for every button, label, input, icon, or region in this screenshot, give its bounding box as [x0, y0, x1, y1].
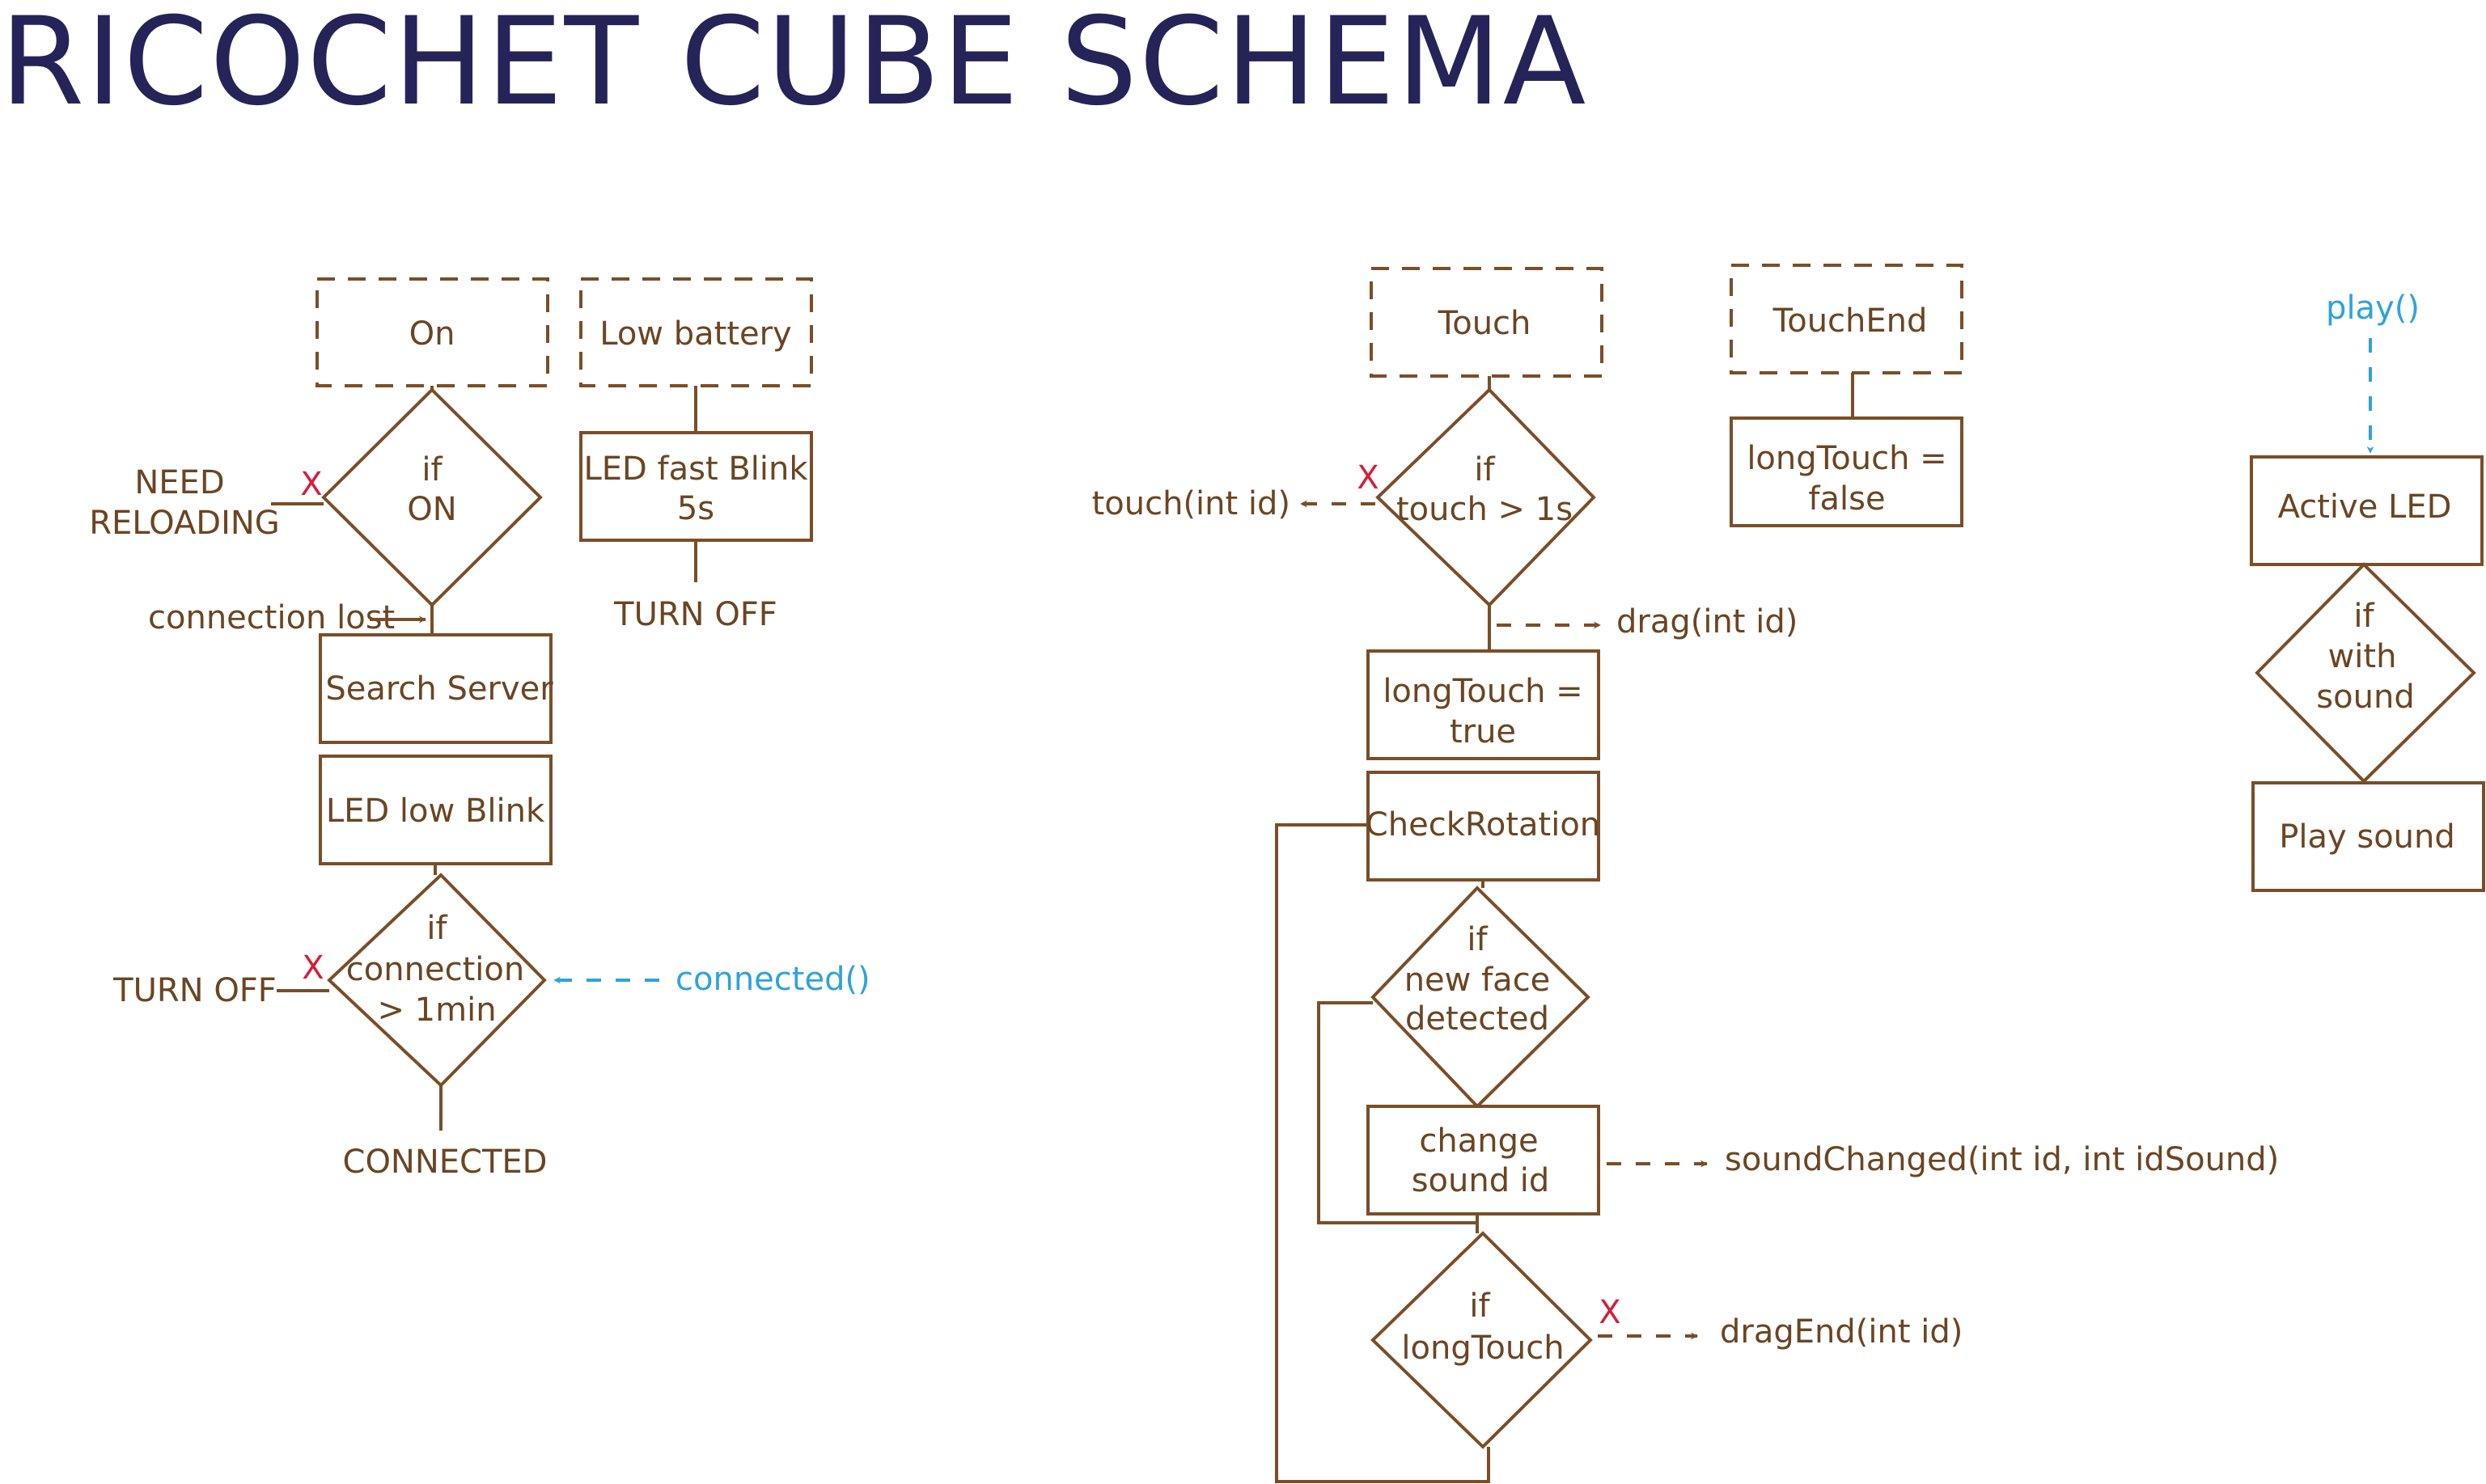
touch-flow: Touch if touch > 1s X touch(int id) drag…	[1092, 267, 2279, 1483]
if-long-touch-line-2: longTouch	[1401, 1330, 1564, 1367]
loop-new-face-path	[1317, 1001, 1477, 1224]
if-connection-label-line-2: connection	[346, 951, 524, 988]
connected-label: CONNECTED	[343, 1144, 548, 1181]
change-sound-line-1: change	[1419, 1123, 1538, 1160]
touch-event-box	[1370, 267, 1603, 378]
need-reloading-line-2: RELOADING	[89, 505, 280, 542]
x-mark-if-long-touch: X	[1599, 1294, 1620, 1331]
active-led-box	[2250, 455, 2484, 566]
touch-end-flow: TouchEnd longTouch = false	[1730, 264, 1963, 527]
connected-event-label: connected()	[675, 961, 870, 998]
turn-off-battery-label: TURN OFF	[613, 596, 777, 633]
if-with-sound-line-2: with	[2328, 638, 2397, 675]
if-with-sound-line-1: if	[2353, 598, 2374, 635]
loop-long-touch-path	[1275, 823, 1490, 1483]
page-title: RICOCHET CUBE SCHEMA	[0, 0, 1587, 133]
change-sound-line-2: sound id	[1412, 1162, 1550, 1199]
if-new-face-line-1: if	[1467, 921, 1488, 958]
led-fast-blink-line-1: LED fast Blink	[583, 450, 808, 488]
long-touch-true-line-2: true	[1450, 713, 1516, 750]
x-mark-if-on: X	[300, 466, 322, 503]
touch-event-label: touch(int id)	[1092, 485, 1290, 522]
low-battery-label: Low battery	[599, 315, 791, 353]
on-event-box	[316, 277, 549, 387]
play-flow: play() Active LED if with sound Play sou…	[2250, 290, 2485, 892]
play-event-label: play()	[2326, 290, 2420, 327]
if-long-touch-line-1: if	[1469, 1287, 1490, 1325]
if-new-face-line-2: new face	[1404, 962, 1551, 999]
long-touch-false-line-1: longTouch =	[1747, 440, 1946, 477]
led-fast-blink-line-2: 5s	[677, 490, 714, 527]
on-label: On	[409, 315, 455, 353]
led-low-blink-box	[319, 755, 553, 865]
long-touch-true-box	[1366, 649, 1600, 760]
if-touch-label-line-2: touch > 1s	[1396, 491, 1573, 528]
touch-end-event-box	[1730, 264, 1963, 374]
if-connection-label-line-1: if	[426, 910, 447, 947]
if-on-label-line-2: ON	[407, 491, 456, 528]
if-long-touch-decision	[1370, 1231, 1593, 1449]
play-sound-box	[2251, 781, 2485, 892]
long-touch-false-box	[1730, 416, 1963, 527]
led-fast-blink-box	[579, 431, 813, 542]
long-touch-true-line-1: longTouch =	[1383, 673, 1582, 710]
need-reloading-line-1: NEED	[134, 464, 224, 501]
drag-end-event-label: dragEnd(int id)	[1720, 1313, 1963, 1351]
search-server-label: Search Server	[325, 670, 553, 708]
active-led-label: Active LED	[2278, 488, 2452, 526]
drag-event-label: drag(int id)	[1616, 603, 1798, 641]
long-touch-false-line-2: false	[1808, 480, 1885, 518]
if-with-sound-line-3: sound	[2316, 679, 2414, 716]
x-mark-if-touch: X	[1357, 459, 1379, 497]
turn-off-connection-label: TURN OFF	[112, 972, 277, 1009]
if-new-face-line-3: detected	[1405, 1000, 1549, 1038]
power-flow: On Low battery if ON X NEED RELOADING co…	[89, 277, 870, 1181]
play-sound-label: Play sound	[2279, 818, 2455, 856]
if-touch-label-line-1: if	[1474, 451, 1495, 488]
check-rotation-label: CheckRotation	[1366, 806, 1600, 843]
led-low-blink-label: LED low Blink	[326, 793, 545, 830]
connection-lost-label: connection lost	[148, 599, 395, 636]
touch-label: Touch	[1438, 305, 1531, 342]
search-server-box	[319, 633, 553, 744]
low-battery-event-box	[579, 277, 813, 387]
if-connection-label-line-3: > 1min	[377, 991, 496, 1029]
if-on-label-line-1: if	[421, 451, 443, 488]
x-mark-if-connection: X	[302, 949, 324, 987]
sound-changed-event-label: soundChanged(int id, int idSound)	[1725, 1141, 2279, 1178]
change-sound-id-box	[1366, 1105, 1600, 1216]
touch-end-label: TouchEnd	[1772, 302, 1928, 340]
